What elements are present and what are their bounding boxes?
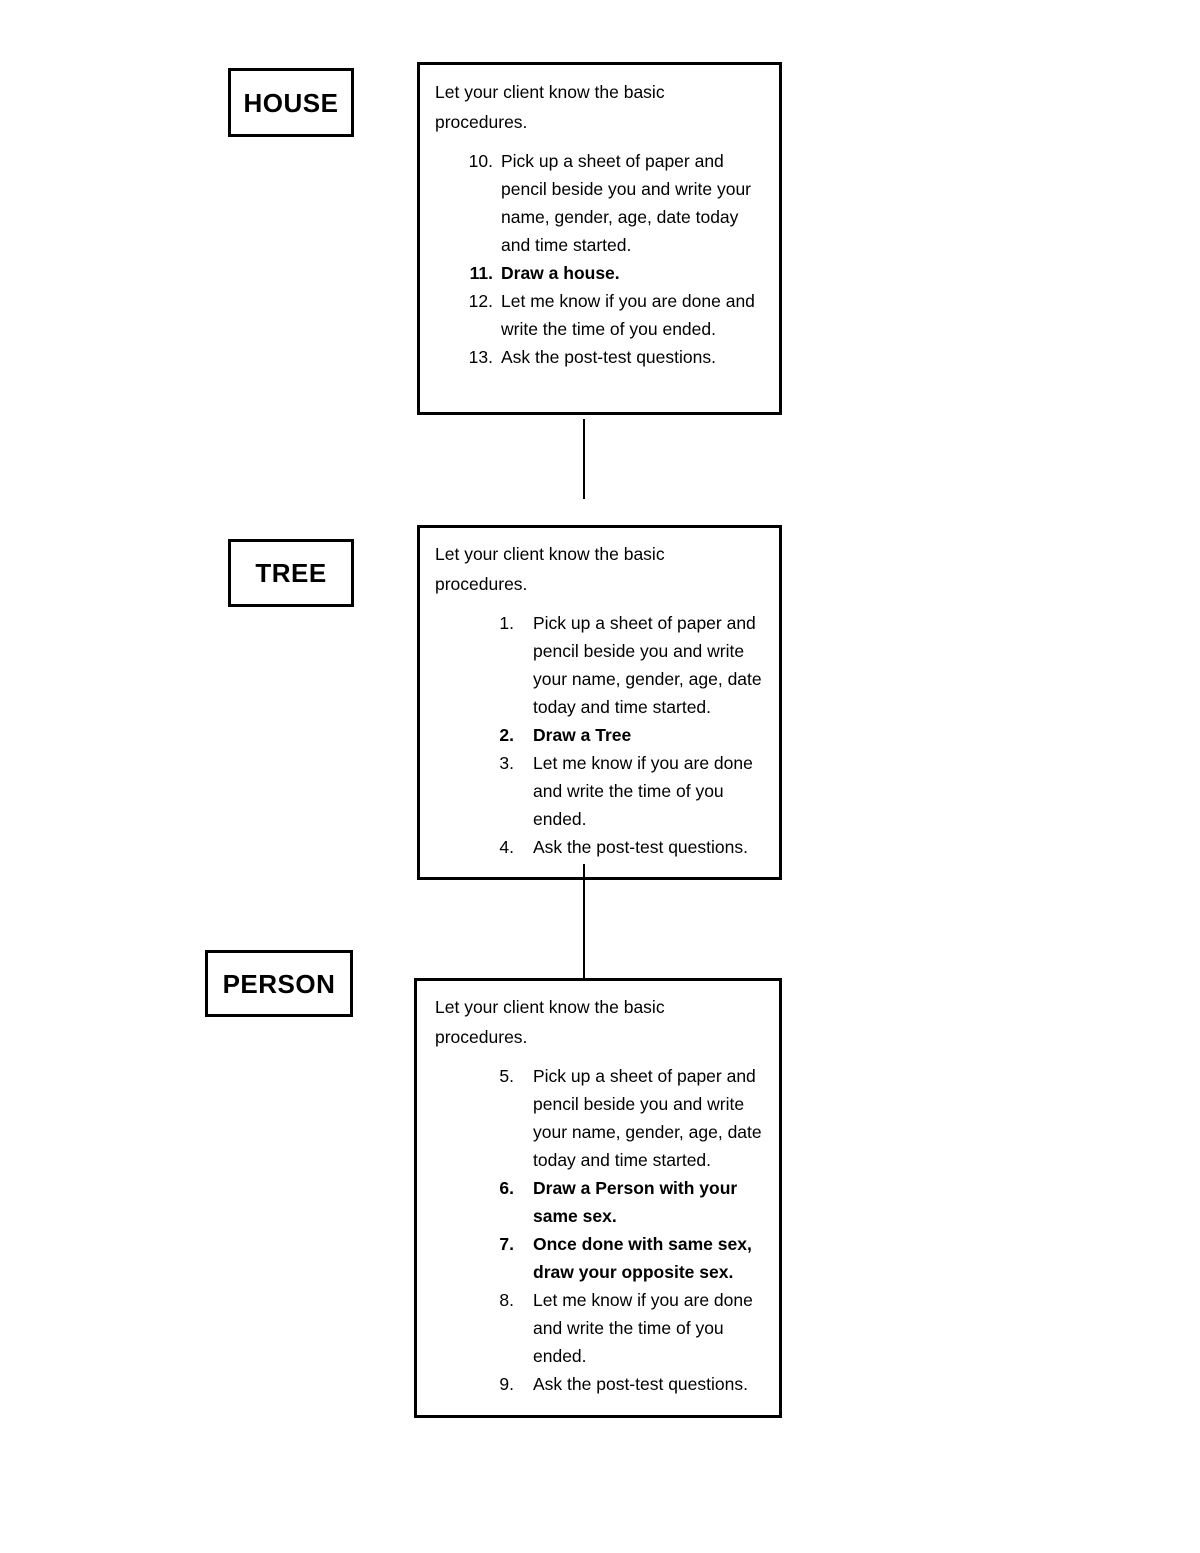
label-box-tree: TREE xyxy=(228,539,354,607)
procedure-intro-tree: Let your client know the basic procedure… xyxy=(435,544,665,594)
procedure-box-house: Let your client know the basic procedure… xyxy=(417,62,782,415)
list-item-text: Pick up a sheet of paper and pencil besi… xyxy=(533,613,762,717)
list-item-text: Draw a Tree xyxy=(533,725,632,745)
list-item: 6. Draw a Person with your same sex. xyxy=(466,1174,778,1230)
label-box-house: HOUSE xyxy=(228,68,354,137)
list-item-text: Let me know if you are done and write th… xyxy=(533,753,753,829)
list-item-number: 4. xyxy=(499,837,514,857)
connector-tree-to-person xyxy=(583,864,585,980)
label-box-person: PERSON xyxy=(205,950,353,1017)
list-item-text: Draw a house. xyxy=(501,263,620,283)
list-item-text: Pick up a sheet of paper and pencil besi… xyxy=(501,151,752,255)
connector-house-to-tree xyxy=(583,419,585,499)
list-item-text: Ask the post-test questions. xyxy=(501,347,716,367)
list-item: 5. Pick up a sheet of paper and pencil b… xyxy=(466,1062,778,1174)
list-item-text: Once done with same sex, draw your oppos… xyxy=(533,1234,752,1282)
list-item-text: Pick up a sheet of paper and pencil besi… xyxy=(533,1066,762,1170)
list-item: 4. Ask the post-test questions. xyxy=(466,833,776,861)
list-item: 12. Let me know if you are done and writ… xyxy=(449,287,769,343)
list-item: 11. Draw a house. xyxy=(449,259,769,287)
procedure-list-person: 5. Pick up a sheet of paper and pencil b… xyxy=(466,1062,778,1398)
list-item-number: 3. xyxy=(499,753,514,773)
list-item-number: 7. xyxy=(499,1234,514,1254)
procedure-box-person: Let your client know the basic procedure… xyxy=(414,978,782,1418)
list-item-number: 5. xyxy=(499,1066,514,1086)
list-item: 9. Ask the post-test questions. xyxy=(466,1370,778,1398)
list-item: 2. Draw a Tree xyxy=(466,721,776,749)
label-text-house: HOUSE xyxy=(243,87,339,118)
list-item-number: 11. xyxy=(469,263,493,283)
list-item-text: Draw a Person with your same sex. xyxy=(533,1178,738,1226)
procedure-list-house: 10. Pick up a sheet of paper and pencil … xyxy=(449,147,769,371)
procedure-intro-house: Let your client know the basic procedure… xyxy=(435,82,665,132)
list-item-number: 8. xyxy=(499,1290,514,1310)
list-item-text: Ask the post-test questions. xyxy=(533,1374,748,1394)
list-item-text: Ask the post-test questions. xyxy=(533,837,748,857)
list-item: 13. Ask the post-test questions. xyxy=(449,343,769,371)
list-item-number: 1. xyxy=(499,613,514,633)
list-item: 7. Once done with same sex, draw your op… xyxy=(466,1230,778,1286)
label-text-person: PERSON xyxy=(222,968,336,999)
list-item: 8. Let me know if you are done and write… xyxy=(466,1286,778,1370)
procedure-intro-person: Let your client know the basic procedure… xyxy=(435,997,665,1047)
list-item-number: 6. xyxy=(499,1178,514,1198)
list-item: 1. Pick up a sheet of paper and pencil b… xyxy=(466,609,776,721)
list-item-text: Let me know if you are done and write th… xyxy=(533,1290,753,1366)
list-item-text: Let me know if you are done and write th… xyxy=(501,291,755,339)
list-item-number: 12. xyxy=(468,291,493,311)
list-item: 10. Pick up a sheet of paper and pencil … xyxy=(449,147,769,259)
list-item-number: 10. xyxy=(468,151,493,171)
label-text-tree: TREE xyxy=(255,558,327,588)
procedure-box-tree: Let your client know the basic procedure… xyxy=(417,525,782,880)
list-item-number: 9. xyxy=(499,1374,514,1394)
list-item: 3. Let me know if you are done and write… xyxy=(466,749,776,833)
list-item-number: 13. xyxy=(468,347,493,367)
list-item-number: 2. xyxy=(499,725,514,745)
procedure-list-tree: 1. Pick up a sheet of paper and pencil b… xyxy=(466,609,776,861)
